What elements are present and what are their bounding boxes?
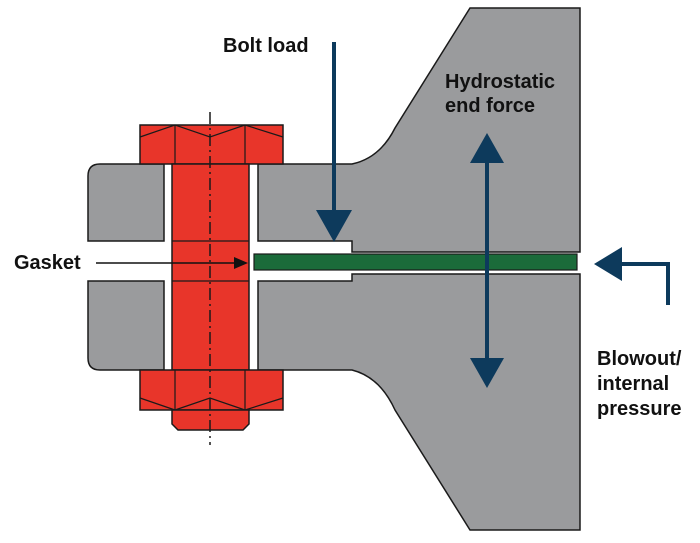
gasket-label: Gasket xyxy=(14,252,81,274)
blowout-label-line1: Blowout/ xyxy=(597,348,682,370)
hydrostatic-label-line1: Hydrostatic xyxy=(445,71,556,93)
hydrostatic-arrow-head-up xyxy=(470,133,504,163)
hydrostatic-arrow-head-down xyxy=(470,358,504,388)
lower-flange-left xyxy=(87,280,165,371)
bolt-load-label: Bolt load xyxy=(223,35,309,57)
top-nut xyxy=(139,124,284,165)
bottom-nut xyxy=(139,369,284,411)
blowout-label-line2: internal xyxy=(597,373,670,395)
gasket-pointer-head xyxy=(234,257,248,269)
blowout-arrow-shaft xyxy=(618,262,670,305)
bolt-load-arrow-head xyxy=(316,210,352,242)
upper-flange-left xyxy=(87,163,165,242)
hydrostatic-label-line2: end force xyxy=(445,95,536,117)
upper-flange xyxy=(257,7,581,253)
blowout-label-line3: pressure xyxy=(597,398,682,420)
blowout-arrow-head xyxy=(594,247,622,281)
gasket-strip xyxy=(253,253,578,271)
lower-flange xyxy=(257,273,581,531)
